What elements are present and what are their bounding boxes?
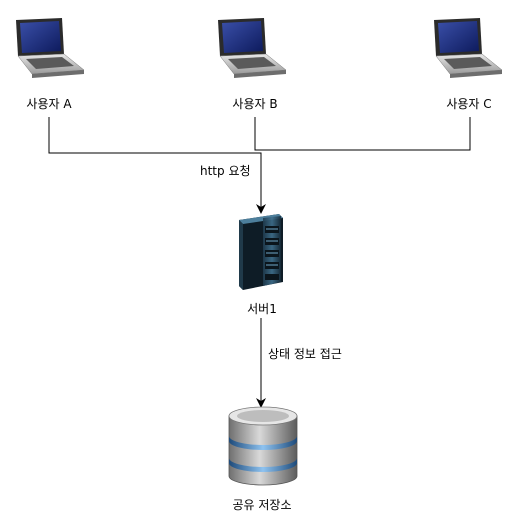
database-icon [228,406,298,486]
user-b-label: 사용자 B [232,97,278,111]
laptop-icon [218,18,287,78]
connector-lines [48,117,471,214]
state-access-label: 상태 정보 접근 [268,347,342,361]
laptop-icon [434,18,503,78]
edge-user-b [254,117,261,151]
server-rack-icon [239,214,283,290]
server-label: 서버1 [247,302,277,316]
user-c-label: 사용자 C [446,97,492,111]
storage-label: 공유 저장소 [232,498,292,512]
edge-user-c [261,117,471,151]
http-request-label: http 요청 [200,164,251,178]
user-a-label: 사용자 A [26,97,72,111]
edge-user-a [48,117,266,214]
laptop-icon [16,18,85,78]
